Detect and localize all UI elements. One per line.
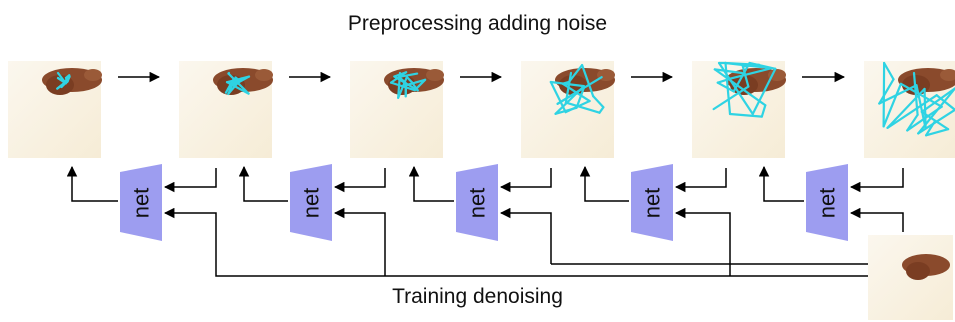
net-label: net [129, 188, 154, 219]
net-label: net [299, 188, 324, 219]
output-arrow-4 [579, 165, 629, 202]
noisy-image-6 [864, 61, 955, 158]
output-arrow-1 [66, 165, 118, 202]
hand-skeleton [878, 61, 955, 137]
hand-skeleton [712, 61, 777, 118]
hand-skeleton [224, 71, 251, 96]
noisy-image-row [8, 61, 955, 158]
cond-arrow-3 [499, 207, 552, 264]
cond-arrow-1 [163, 207, 894, 277]
hand-skeleton [389, 71, 427, 99]
net-blocks: net net net net net [120, 164, 848, 241]
input-arrow-1 [163, 168, 217, 193]
input-arrow-5 [849, 168, 904, 193]
net-block-1: net [120, 164, 162, 241]
clean-hand-image [868, 235, 953, 320]
output-arrow-3 [408, 165, 454, 202]
noisy-image-2 [179, 61, 273, 158]
noisy-image-5 [692, 61, 786, 158]
net-label: net [465, 188, 490, 219]
net-block-4: net [631, 164, 673, 241]
noisy-image-1 [8, 61, 102, 158]
output-arrow-2 [238, 165, 288, 202]
net-block-2: net [290, 164, 332, 241]
noisy-image-3 [350, 61, 444, 158]
net-block-5: net [806, 164, 848, 241]
output-arrow-5 [758, 165, 804, 202]
noisy-image-4 [521, 61, 615, 158]
hand-skeleton [56, 71, 71, 90]
net-label: net [640, 188, 665, 219]
cond-arrow-4 [674, 207, 731, 276]
bottom-title: Training denoising [392, 285, 563, 308]
clean-image [868, 235, 953, 320]
net-label: net [815, 188, 840, 219]
cond-arrow-5 [849, 207, 904, 232]
net-block-3: net [456, 164, 498, 241]
training-connectors [66, 165, 904, 277]
input-arrow-2 [333, 168, 386, 193]
hand-skeleton [549, 63, 605, 115]
input-arrow-3 [499, 168, 552, 193]
top-title: Preprocessing adding noise [347, 12, 608, 35]
input-arrow-4 [674, 168, 727, 193]
cond-arrow-2 [333, 207, 386, 276]
